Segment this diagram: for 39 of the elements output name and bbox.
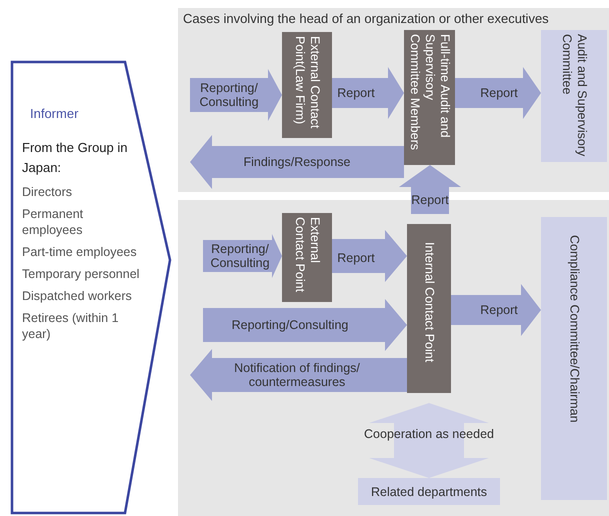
edge-label: Findings/Response (242, 155, 352, 169)
block-arrow (190, 69, 282, 121)
block-arrow (203, 234, 282, 278)
contact-point-box (407, 224, 451, 393)
block-arrow (332, 67, 404, 119)
informer-heading: Informer (29, 105, 80, 123)
edge-label: Cooperation as needed (363, 427, 495, 441)
panel-heading: Cases involving the head of an organization or other executives (183, 11, 549, 26)
edge-label: Reporting/ Consulting (198, 81, 260, 109)
informer-item: Temporary personnel (22, 266, 140, 282)
edge-label: Report (410, 193, 450, 207)
edge-label: Reporting/ Consulting (209, 242, 271, 270)
block-arrow (332, 230, 407, 282)
informer-item: Permanent employees (22, 206, 84, 238)
block-arrow (190, 135, 404, 189)
block-arrow (203, 299, 407, 351)
informer-item: Part-time employees (22, 244, 138, 260)
contact-point-box (282, 213, 332, 302)
edge-label: Notification of findings/ countermeasures (233, 361, 361, 389)
box-label: Internal Contact Point (422, 242, 436, 362)
block-arrow (190, 349, 407, 401)
box-label: Related departments (370, 484, 488, 498)
box-label: Full-time Audit and Supervisory Committee Members (407, 34, 452, 152)
informer-item: Retirees (within 1 year) (22, 310, 120, 342)
box-label: Compliance Committee/Chairman (566, 235, 582, 423)
block-arrow (451, 284, 541, 336)
contact-point-box (282, 32, 332, 138)
edge-label: Reporting/Consulting (230, 318, 350, 332)
box-label: Audit and Supervisory Committee (559, 34, 589, 158)
block-arrow (399, 165, 461, 214)
box-label: External Contact Point(Law Firm) (292, 36, 322, 130)
committee-box (541, 217, 607, 500)
contact-point-box (404, 30, 455, 165)
group-heading: From the Group in Japan: (22, 139, 128, 177)
box-label: External Contact Point (292, 217, 322, 294)
block-arrow (455, 67, 541, 119)
committee-box (541, 30, 607, 162)
informer-item: Dispatched workers (22, 288, 133, 304)
informer-item: Directors (22, 184, 74, 200)
